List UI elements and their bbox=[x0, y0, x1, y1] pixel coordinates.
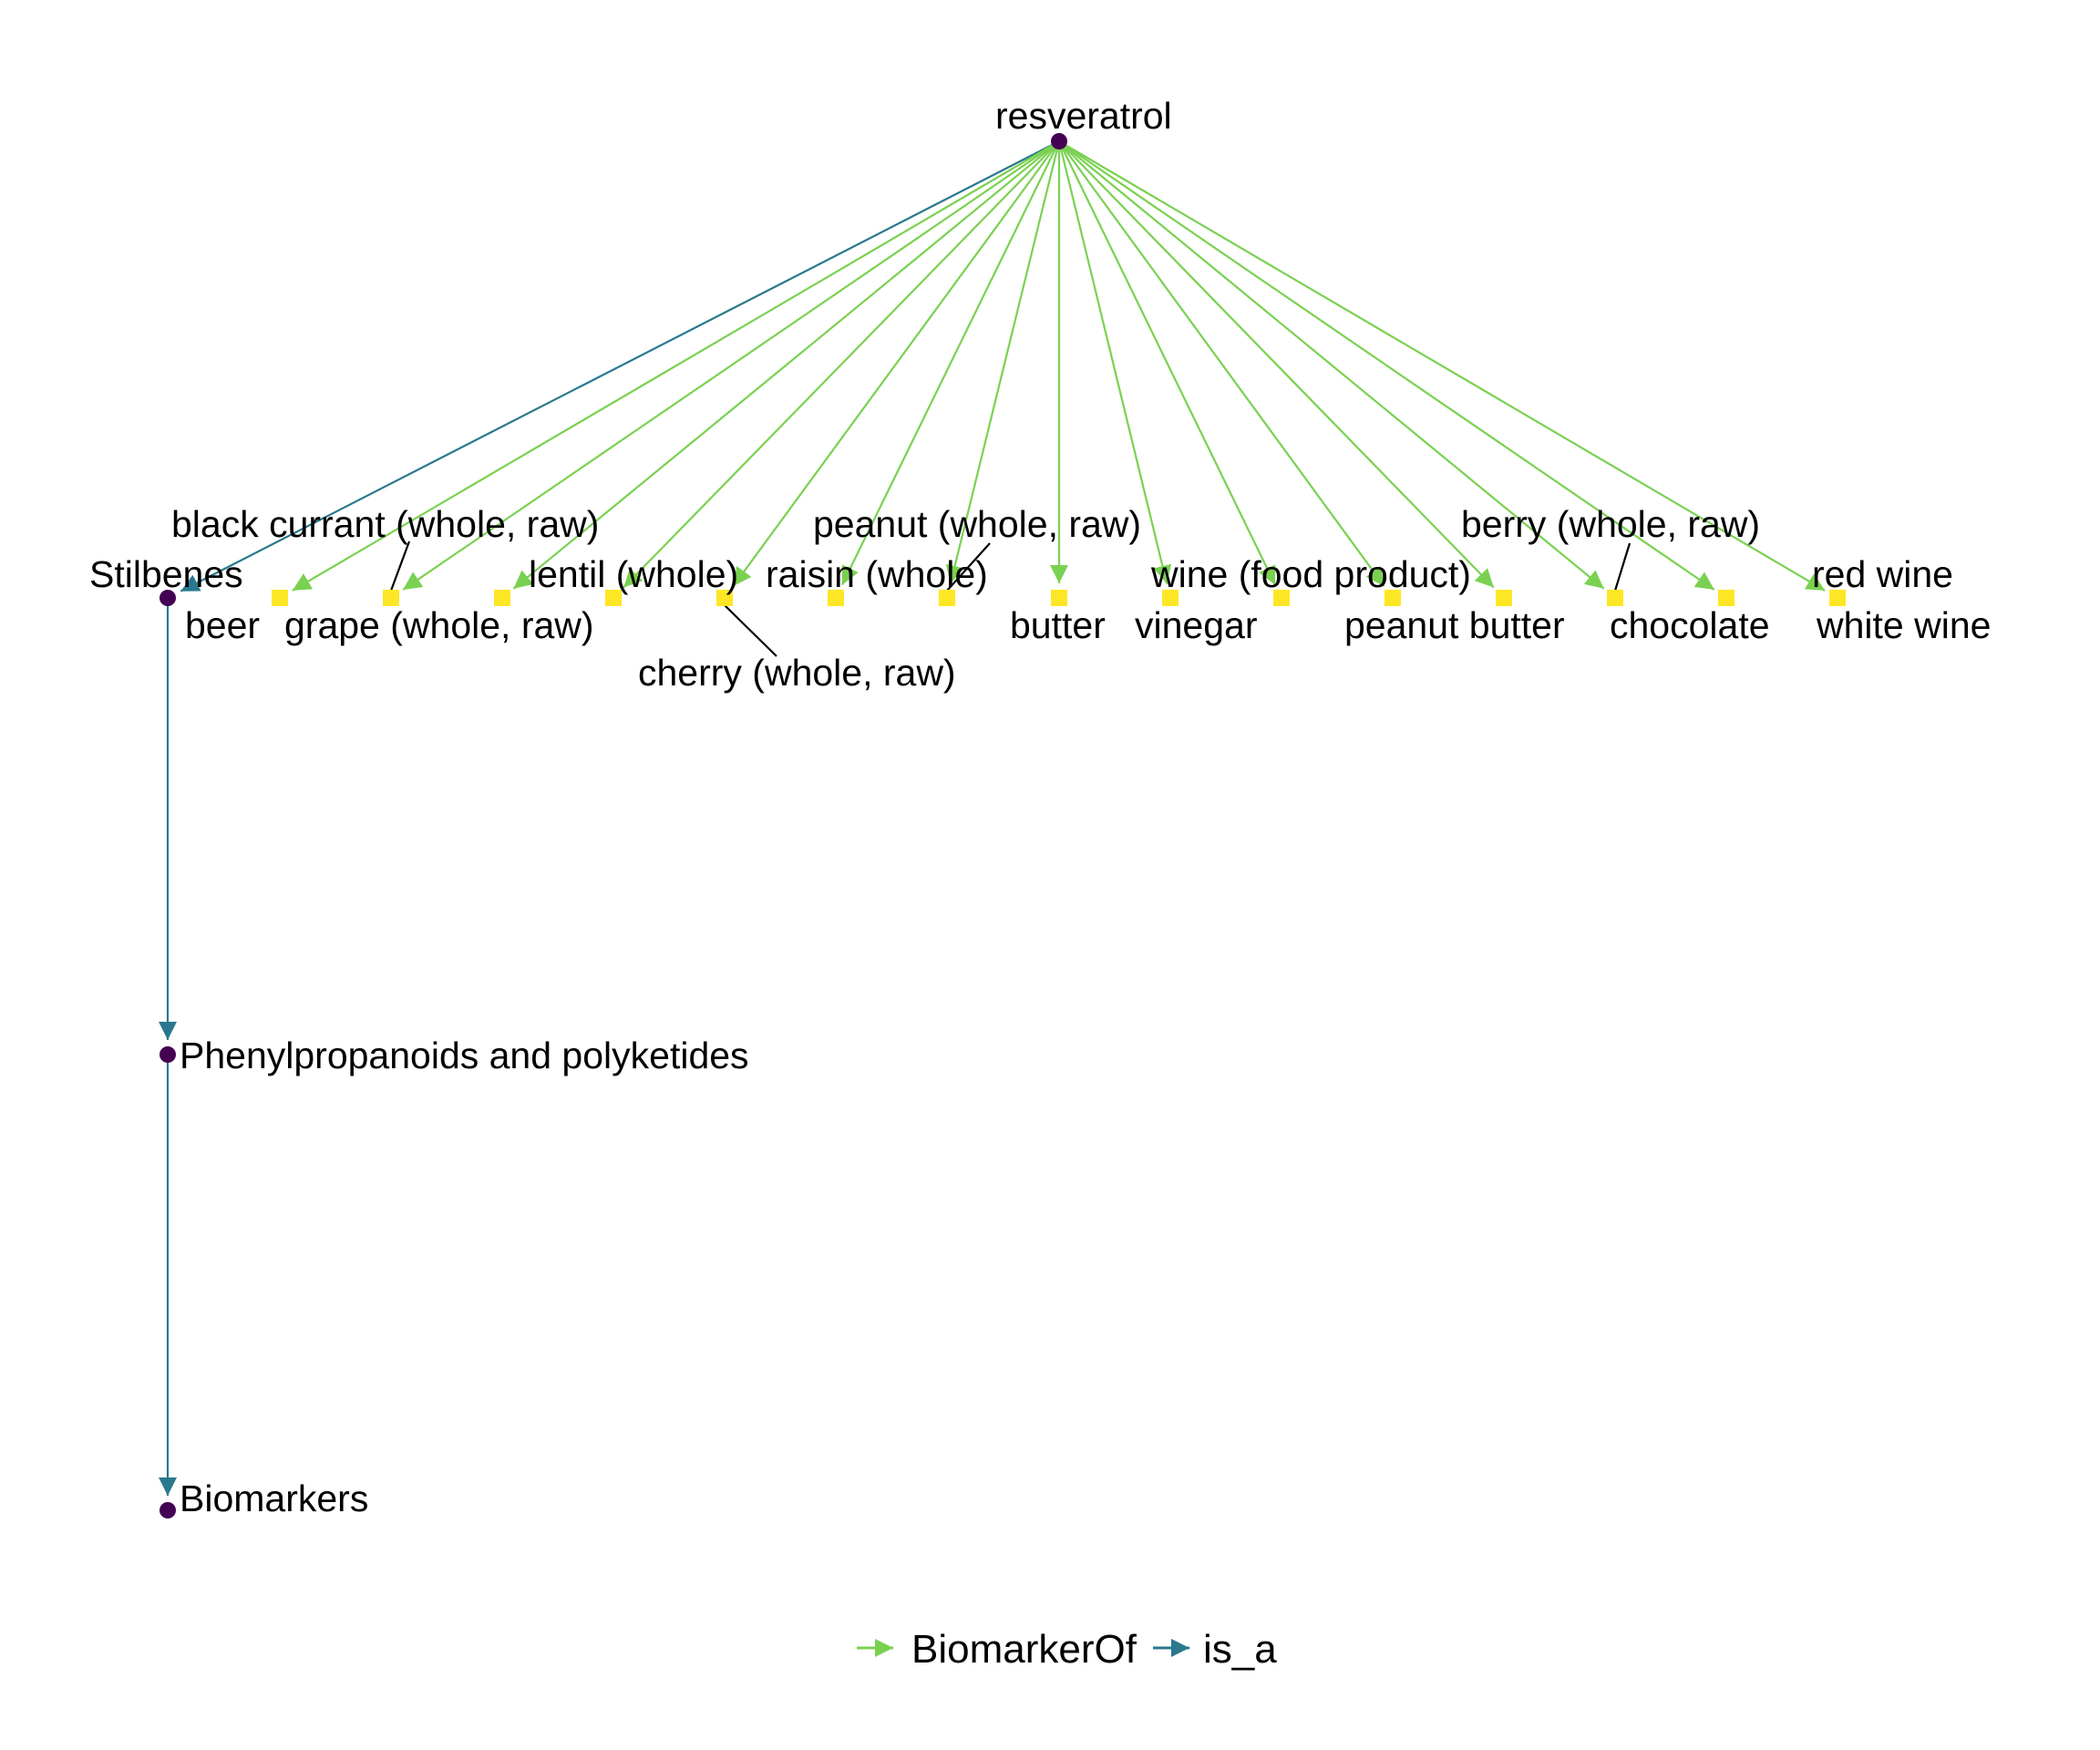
label-leader-black_currant bbox=[389, 540, 411, 592]
edge-resveratrol-to-raisin bbox=[841, 140, 1060, 586]
food-node-lentil[interactable] bbox=[605, 590, 622, 606]
edge-resveratrol-to-vinegar bbox=[1057, 140, 1172, 584]
node-label-wine: wine (food product) bbox=[1150, 553, 1471, 595]
node-label-stilbenes: Stilbenes bbox=[89, 553, 243, 595]
food-node-peanut[interactable] bbox=[939, 590, 955, 606]
legend-label-is_a: is_a bbox=[1203, 1627, 1277, 1672]
node-label-lentil: lentil (whole) bbox=[529, 553, 738, 595]
food-node-cherry[interactable] bbox=[716, 590, 733, 606]
food-node-white_wine[interactable] bbox=[1718, 590, 1735, 606]
node-label-peanut_butter: peanut butter bbox=[1344, 604, 1565, 646]
node-label-berry: berry (whole, raw) bbox=[1461, 503, 1760, 545]
node-label-white_wine: white wine bbox=[1816, 604, 1991, 646]
node-label-biomarkers: Biomarkers bbox=[180, 1477, 368, 1519]
edge-resveratrol-to-peanut bbox=[945, 140, 1061, 584]
legend-label-BiomarkerOf: BiomarkerOf bbox=[911, 1627, 1138, 1672]
food-node-butter[interactable] bbox=[1051, 590, 1067, 606]
label-leader-peanut bbox=[946, 542, 991, 592]
edge-resveratrol-to-red_wine bbox=[1058, 140, 1826, 592]
node-label-vinegar: vinegar bbox=[1135, 604, 1257, 646]
label-leaders-layer bbox=[389, 540, 1632, 657]
edge-resveratrol-to-black_currant bbox=[512, 140, 1060, 590]
node-label-resveratrol: resveratrol bbox=[995, 95, 1172, 137]
food-node-beer[interactable] bbox=[272, 590, 288, 606]
edge-resveratrol-to-wine bbox=[1058, 140, 1276, 586]
node-label-butter: butter bbox=[1010, 604, 1106, 646]
food-node-black_currant[interactable] bbox=[494, 590, 510, 606]
edges-layer bbox=[159, 140, 1826, 1496]
node-label-raisin: raisin (whole) bbox=[766, 553, 988, 595]
node-label-red_wine: red wine bbox=[1812, 553, 1953, 595]
legend-item-is_a: is_a bbox=[1153, 1627, 1277, 1672]
edge-resveratrol-to-cherry bbox=[732, 140, 1060, 587]
label-leader-berry bbox=[1613, 542, 1632, 592]
node-label-peanut: peanut (whole, raw) bbox=[813, 503, 1141, 545]
edge-resveratrol-to-berry bbox=[1058, 140, 1495, 589]
compound-node-phenylpropanoids[interactable] bbox=[160, 1046, 176, 1063]
node-label-beer: beer bbox=[185, 604, 260, 646]
node-label-cherry: cherry (whole, raw) bbox=[638, 652, 956, 694]
edge-resveratrol-to-grape bbox=[402, 140, 1060, 591]
food-node-red_wine[interactable] bbox=[1829, 590, 1846, 606]
compound-node-resveratrol[interactable] bbox=[1051, 133, 1067, 149]
node-label-black_currant: black currant (whole, raw) bbox=[171, 503, 599, 545]
food-node-vinegar[interactable] bbox=[1162, 590, 1179, 606]
compound-node-stilbenes[interactable] bbox=[160, 590, 176, 606]
edge-resveratrol-to-white_wine bbox=[1058, 140, 1715, 591]
food-node-peanut_butter[interactable] bbox=[1385, 590, 1401, 606]
node-label-chocolate: chocolate bbox=[1610, 604, 1770, 646]
nodes-layer bbox=[160, 133, 1846, 1518]
legend: BiomarkerOf is_a bbox=[857, 1627, 1277, 1672]
edge-resveratrol-to-peanut_butter bbox=[1058, 140, 1385, 587]
food-node-wine[interactable] bbox=[1273, 590, 1290, 606]
food-node-raisin[interactable] bbox=[828, 590, 844, 606]
compound-node-biomarkers[interactable] bbox=[160, 1502, 176, 1518]
food-node-berry[interactable] bbox=[1496, 590, 1512, 606]
food-node-grape[interactable] bbox=[383, 590, 399, 606]
legend-item-BiomarkerOf: BiomarkerOf bbox=[857, 1627, 1138, 1672]
edge-resveratrol-to-lentil bbox=[623, 140, 1060, 589]
edge-resveratrol-to-beer bbox=[292, 140, 1060, 592]
node-label-phenylpropanoids: Phenylpropanoids and polyketides bbox=[180, 1035, 749, 1076]
edge-resveratrol-to-stilbenes bbox=[180, 140, 1060, 592]
node-label-grape: grape (whole, raw) bbox=[284, 604, 594, 646]
label-leader-cherry bbox=[724, 604, 777, 657]
food-node-chocolate[interactable] bbox=[1607, 590, 1623, 606]
edge-resveratrol-to-chocolate bbox=[1058, 140, 1605, 590]
